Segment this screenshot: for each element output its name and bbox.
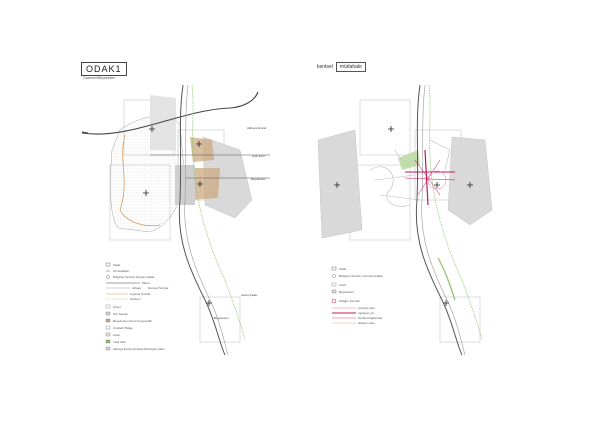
- left-legend-item: Argesel Sınırlar: [130, 292, 151, 296]
- left-legend-item: Ümitlerh Bölge: [113, 326, 133, 330]
- label-beyaz: Beyazevler: [251, 177, 266, 181]
- right-legend-item: Arazi: [339, 283, 346, 287]
- left-legend-item: Kentsel Sınırlar: [148, 286, 169, 290]
- left-legend-item: Beyazevler Konut Kooperatifi: [113, 319, 152, 323]
- left-legend-item: Arazi: [113, 333, 120, 337]
- left-panel-title: ODAK1: [81, 62, 127, 76]
- right-legend-item: dolaşım aksı: [358, 321, 375, 325]
- left-legend: Odak Alt Sokaklar Bölgesel Sınırlar Komş…: [105, 262, 169, 351]
- right-grey-blob-right: [447, 136, 493, 226]
- right-legend-item: toplayıcı yol: [358, 311, 374, 315]
- left-legend-item: Akhaya Emraz Kentsel Dönüşüm Alanı: [113, 347, 165, 351]
- right-legend-item: Odak: [339, 267, 347, 271]
- right-grey-blob-left: [317, 129, 363, 239]
- right-title-prefix: kentsel: [317, 64, 333, 70]
- left-map: Akhaya Emraz Kuzi Emir Beyazevler Gaziq …: [81, 84, 270, 356]
- right-title-boxed: müdahale: [335, 62, 366, 72]
- left-legend-item: Gözlem: [130, 297, 141, 301]
- label-bottom-1: Gaziq Kaalu: [241, 293, 258, 297]
- label-kuzi: Kuzi Emir: [252, 154, 265, 158]
- right-legend-item: Beyazevler: [339, 290, 354, 294]
- right-legend-item: kentsel bağlantılar: [358, 316, 382, 320]
- right-legend-item: Odağın Sınırları: [339, 299, 360, 303]
- right-legend: Odak Bölgesel Sınırlar / Kentsel Adalar …: [331, 266, 383, 325]
- left-legend-item: Oto Sanayi: [113, 312, 128, 316]
- tan-region-upper: [190, 137, 214, 162]
- left-legend-item: Yeşil Alan: [113, 340, 126, 344]
- left-legend-item: Bölgesel Sınırlar Komşu Adalar: [113, 275, 155, 279]
- intervention-lines: [404, 149, 456, 206]
- label-akhaya: Akhaya Emraz: [247, 126, 267, 130]
- right-map: Odak Bölgesel Sınırlar / Kentsel Adalar …: [317, 84, 493, 356]
- left-legend-item: Metro: [142, 281, 150, 285]
- left-legend-item: Alt Sokaklar: [113, 269, 129, 273]
- main-corridor: [178, 84, 226, 356]
- right-legend-item: yürüyüş aksı: [358, 306, 375, 310]
- left-legend-item: Odak: [113, 263, 121, 267]
- left-legend-item: Altyapı: [132, 286, 141, 290]
- left-panel-subtitle: Gaziemir/Beyazevler: [83, 76, 116, 80]
- right-panel-title: kentsel müdahale: [317, 62, 366, 72]
- left-legend-item: Konut: [113, 305, 121, 309]
- label-bottom-2: Beyazevler: [214, 316, 229, 320]
- right-legend-item: Bölgesel Sınırlar / Kentsel Adalar: [339, 274, 383, 278]
- road-akhaya: [81, 91, 259, 135]
